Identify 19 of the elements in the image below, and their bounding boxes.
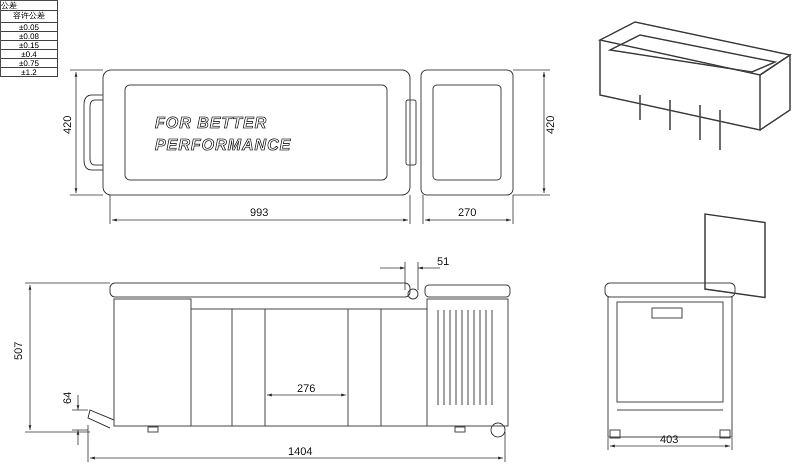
- dimension-value: 507: [13, 342, 25, 360]
- table-cell: 公差: [0, 0, 58, 11]
- table-cell: ±0.05: [0, 22, 58, 32]
- table-cell: 容许公差: [0, 10, 58, 23]
- dimension-value: 420: [545, 116, 557, 134]
- table-cell: ±0.4: [0, 49, 58, 59]
- dimension-value: 1404: [288, 446, 312, 458]
- dimension-value: 276: [297, 383, 316, 395]
- dimension-value: 51: [437, 256, 450, 268]
- dimension-value: 270: [458, 207, 476, 219]
- table-cell: ±1.2: [0, 67, 58, 77]
- dimension-value: 403: [660, 434, 678, 446]
- dimension-value: 993: [250, 207, 268, 219]
- table-cell: ±0.75: [0, 58, 58, 68]
- dimension-value: 64: [62, 392, 74, 404]
- printed-slogan: FOR BETTER PERFORMANCE: [155, 114, 292, 156]
- table-cell: ±0.08: [0, 31, 58, 41]
- dimension-value: 420: [62, 116, 74, 134]
- table-cell: ±0.15: [0, 40, 58, 50]
